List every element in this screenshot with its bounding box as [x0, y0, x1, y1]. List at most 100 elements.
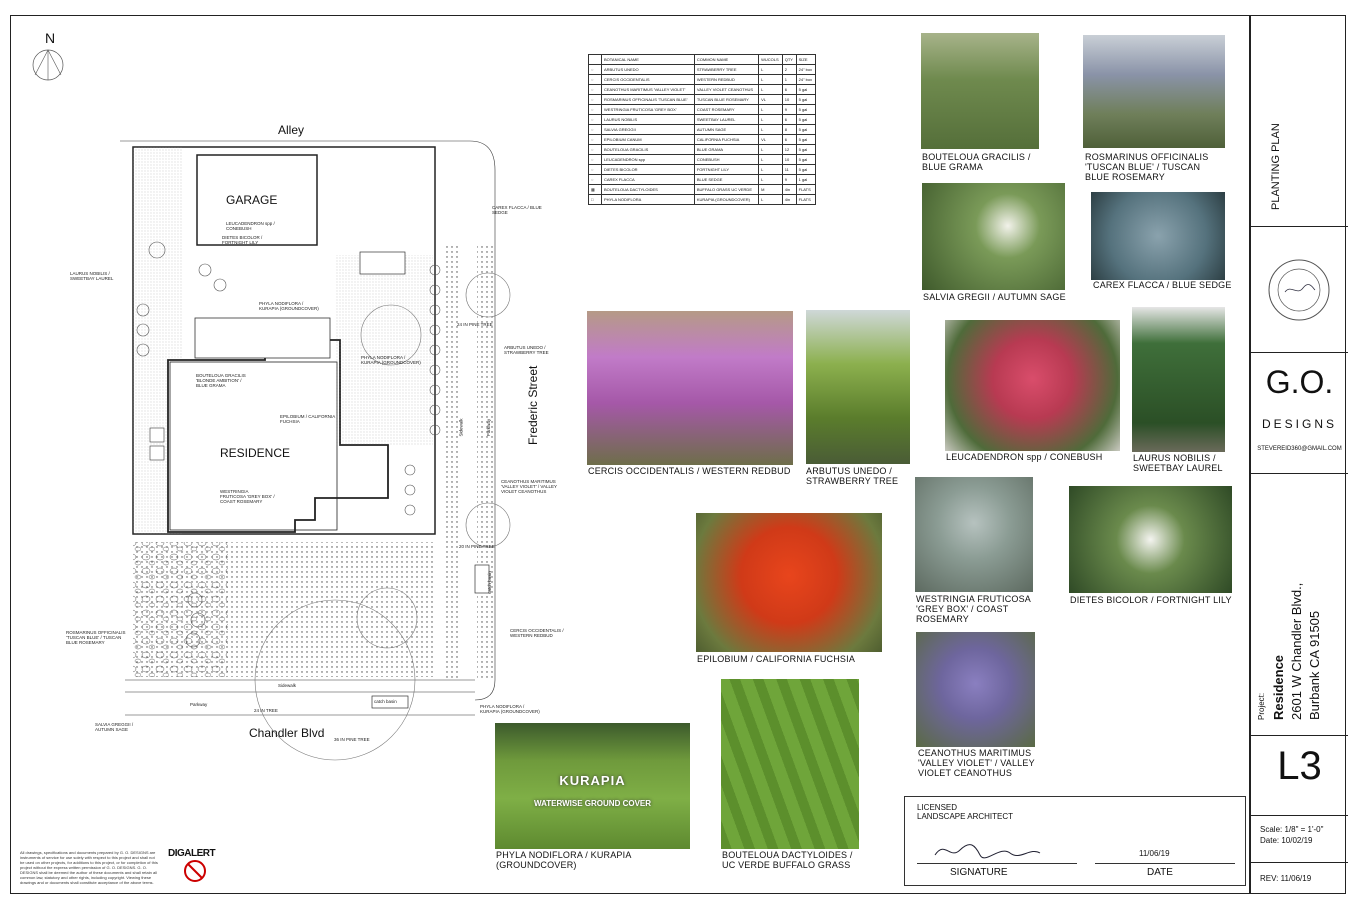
plan-label-cercis: CERCIS OCCIDENTALIS / WESTERN REDBUD	[510, 628, 564, 638]
plan-label-ceanothus: CEANOTHUS MARITIMUS 'VALLEY VIOLET' / VA…	[501, 479, 557, 494]
kurapia-overlay-title: KURAPIA	[559, 773, 626, 788]
table-row: ◌ROSMARINUS OFFICINALIS 'TUSCAN BLUE'TUS…	[588, 94, 817, 105]
signature-date-value: 11/06/19	[1139, 849, 1170, 858]
caption-epilobium: EPILOBIUM / CALIFORNIA FUCHSIA	[697, 654, 856, 664]
project-address1: 2601 W Chandler Blvd.,	[1289, 582, 1304, 720]
caption-phyla: PHYLA NODIFLORA / KURAPIA (GROUNDCOVER)	[496, 850, 632, 870]
plan-label-phyla2: PHYLA NODIFLORA / KURAPIA (GROUNDCOVER)	[361, 355, 421, 365]
site-plan	[32, 49, 511, 761]
table-header: SIZE	[795, 54, 817, 65]
title-block: PLANTING PLAN G.O. DESIGNS STEVEREID360@…	[1249, 15, 1348, 894]
table-header: COMMON NAME	[693, 54, 760, 65]
table-header: BOTANICAL NAME	[601, 54, 695, 65]
licensed-label: LICENSED	[917, 803, 958, 812]
caption-rosmarinus: ROSMARINUS OFFICINALIS 'TUSCAN BLUE' / T…	[1085, 152, 1209, 182]
caption-leucadendron: LEUCADENDRON spp / CONEBUSH	[946, 452, 1103, 462]
plan-label-rosmarinus: ROSMARINUS OFFICINALIS 'TUSCAN BLUE' / T…	[66, 630, 126, 645]
table-row: ◌CEANOTHUS MARITIMUS 'VALLEY VIOLET'VALL…	[588, 84, 817, 95]
photo-bouteloua	[921, 33, 1039, 149]
rev-text: REV: 11/06/19	[1260, 874, 1312, 883]
catch-basin-v-label: catch basin	[486, 571, 492, 594]
caption-westringia: WESTRINGIA FRUTICOSA 'GREY BOX' / COAST …	[916, 594, 1031, 624]
digalert-text: DIGALERT	[168, 848, 216, 859]
plan-label-leucadendron: LEUCADENDRON spp / CONEBUSH	[226, 221, 275, 231]
chandler-label: Chandler Blvd	[249, 726, 325, 740]
photo-cercis	[587, 311, 793, 465]
plan-label-pine24: 24 IN PINE TREE	[457, 322, 493, 327]
digalert-logo: DIGALERT	[168, 848, 224, 888]
parkway-h-label: Parkway	[190, 702, 208, 707]
photo-ceanothus	[916, 632, 1035, 747]
firm-subtitle: DESIGNS	[1261, 417, 1337, 431]
caption-laurus: LAURUS NOBILIS / SWEETBAY LAUREL	[1133, 453, 1223, 473]
plan-label-bouteloua: BOUTELOUA GRACILIS 'BLONDE AMBITION' / B…	[196, 373, 246, 388]
photo-carex	[1091, 192, 1225, 280]
photo-buffalo	[721, 679, 859, 849]
firm-email: STEVEREID360@GMAIL.COM	[1257, 446, 1342, 452]
sheet-title: PLANTING PLAN	[1270, 123, 1282, 210]
signature-label: SIGNATURE	[950, 867, 1008, 878]
disclaimer-note: All drawings, specifications and documen…	[20, 850, 158, 885]
table-row: ◌WESTRINGIA FRUTICOSA 'GREY BOX'COAST RO…	[588, 104, 817, 115]
caption-cercis: CERCIS OCCIDENTALIS / WESTERN REDBUD	[588, 466, 791, 476]
photo-phyla: KURAPIA WATERWISE GROUND COVER	[495, 723, 690, 849]
sidewalk-v-label: Sidewalk	[458, 418, 464, 437]
plan-label-pine24b: 24 IN TREE	[254, 708, 278, 713]
date-label: DATE	[1147, 867, 1173, 878]
signature-block: LICENSED LANDSCAPE ARCHITECT 11/06/19 SI…	[904, 796, 1246, 886]
alley-label: Alley	[278, 123, 305, 137]
parkway-v-label: Parkway	[486, 418, 492, 437]
caption-salvia: SALVIA GREGII / AUTUMN SAGE	[923, 292, 1066, 302]
plan-label-carex: CAREX FLACCA / BLUE SEDGE	[492, 205, 542, 215]
table-header: QTY	[781, 54, 797, 65]
plan-label-pine20: 20 IN PINE TREE	[459, 544, 495, 549]
north-label: N	[45, 30, 56, 46]
table-header: WUCOLS	[758, 54, 783, 65]
architect-stamp-icon	[1268, 259, 1330, 321]
photo-salvia	[922, 183, 1065, 290]
caption-ceanothus: CEANOTHUS MARITIMUS 'VALLEY VIOLET' / VA…	[918, 748, 1035, 778]
caption-dietes: DIETES BICOLOR / FORTNIGHT LILY	[1070, 595, 1232, 605]
landscape-architect-label: LANDSCAPE ARCHITECT	[917, 812, 1014, 821]
photo-leucadendron	[945, 320, 1120, 451]
photo-rosmarinus	[1083, 35, 1225, 148]
plan-label-arbutus: ARBUTUS UNEDO / STRAWBERRY TREE	[504, 345, 549, 355]
plan-label-dietes: DIETES BICOLOR / FORTNIGHT LILY	[222, 235, 263, 245]
no-dig-icon	[184, 860, 206, 882]
plan-label-epilobium: EPILOBIUM / CALIFORNIA FUCHSIA	[280, 414, 336, 424]
kurapia-overlay-sub: WATERWISE GROUND COVER	[533, 799, 652, 808]
plan-label-westringia: WESTRINGIA FRUTICOSA 'GREY BOX' / COAST …	[220, 489, 275, 504]
caption-carex: CAREX FLACCA / BLUE SEDGE	[1093, 280, 1232, 290]
project-address2: Burbank CA 91505	[1307, 610, 1322, 720]
firm-name: G.O.	[1265, 364, 1334, 400]
sidewalk-h-label: Sidewalk	[278, 683, 297, 688]
photo-arbutus	[806, 310, 910, 464]
frederic-label: Frederic Street	[526, 365, 540, 445]
project-label: Project:	[1257, 692, 1266, 720]
plan-label-laurus: LAURUS NOBILIS / SWEETBAY LAUREL	[70, 271, 114, 281]
sheet-border	[10, 15, 1346, 894]
date-text: Date: 10/02/19	[1260, 836, 1313, 845]
plan-label-phyla1: PHYLA NODIFLORA / KURAPIA (GROUNDCOVER)	[259, 301, 319, 311]
photo-laurus	[1132, 307, 1225, 452]
photo-dietes	[1069, 486, 1232, 593]
plan-label-pine36: 36 IN PINE TREE	[334, 737, 370, 742]
catch-basin-label: catch basin	[374, 699, 397, 704]
residence-label: RESIDENCE	[220, 446, 291, 460]
sheet-number: L3	[1277, 744, 1322, 788]
signature-image	[934, 844, 1041, 859]
plan-label-salvia: SALVIA GREGGII / AUTUMN SAGE	[95, 722, 134, 732]
photo-westringia	[915, 477, 1033, 592]
